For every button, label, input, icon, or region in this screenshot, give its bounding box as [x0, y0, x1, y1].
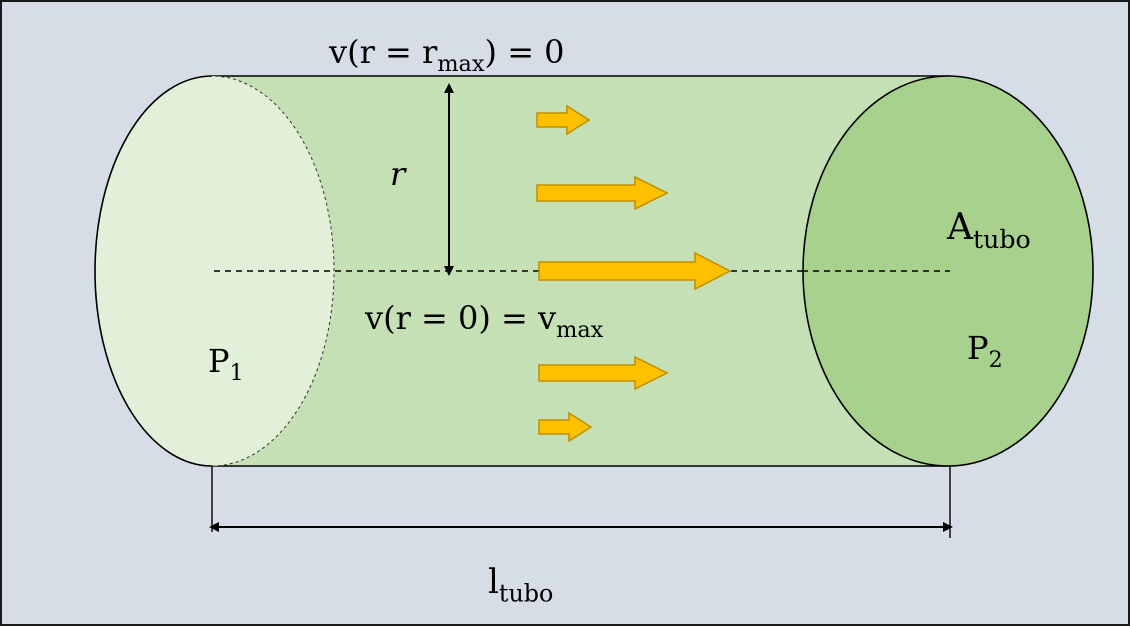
velocity-arrow-top-inner: [536, 175, 669, 211]
velocity-arrows: [536, 104, 732, 443]
tube-area-label: Atubo: [947, 207, 1031, 254]
center-velocity-label: v(r = 0) = vmax: [365, 299, 604, 343]
radius-label: r: [390, 155, 406, 193]
inlet-pressure-label: P1: [208, 342, 244, 386]
inlet-hidden-edge: [211, 75, 335, 467]
velocity-arrow-top-outer: [536, 104, 591, 136]
wall-velocity-label: v(r = rmax) = 0: [329, 33, 565, 77]
inlet-visible-edge: [94, 75, 213, 467]
tube-length-label: ltubo: [488, 562, 554, 608]
velocity-arrow-bottom-inner: [538, 355, 669, 391]
velocity-arrow-bottom-outer: [538, 411, 593, 443]
outlet-pressure-label: P2: [967, 329, 1003, 373]
velocity-arrow-center: [538, 251, 732, 291]
